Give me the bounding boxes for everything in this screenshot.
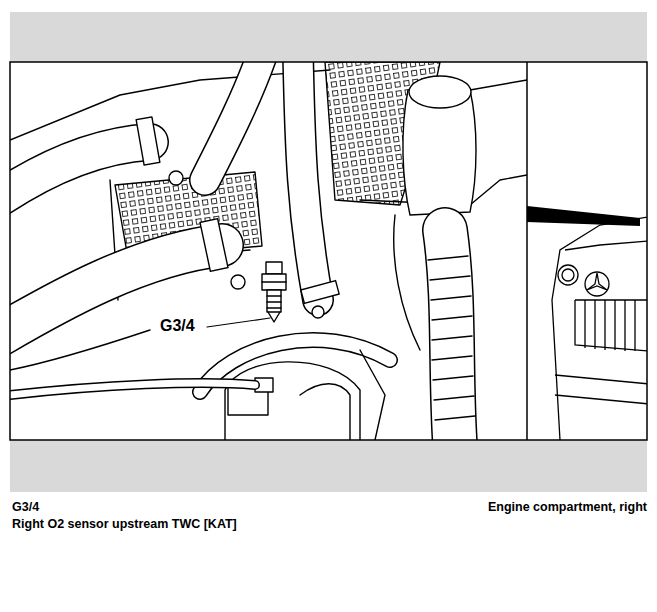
- illustration-frame: [10, 62, 647, 440]
- leader-line: [207, 318, 270, 327]
- header-band: [10, 12, 647, 62]
- label-text: G3/4: [158, 317, 197, 334]
- inset-divider: [526, 62, 528, 440]
- location-note: Engine compartment, right: [488, 500, 647, 514]
- vehicle-inset: [552, 215, 647, 440]
- callout-label: G3/4: [158, 317, 197, 335]
- label-text: Right O2 sensor upstream TWC [KAT]: [12, 517, 237, 531]
- footer-band: [10, 440, 647, 492]
- engine-view: [10, 62, 527, 440]
- o2-sensor: [262, 262, 286, 322]
- label-text: G3/4: [12, 500, 39, 514]
- label-text: Engine compartment, right: [488, 500, 647, 514]
- component-description: Right O2 sensor upstream TWC [KAT]: [12, 517, 237, 531]
- view-arrow: [527, 206, 640, 226]
- component-code: G3/4: [12, 500, 39, 514]
